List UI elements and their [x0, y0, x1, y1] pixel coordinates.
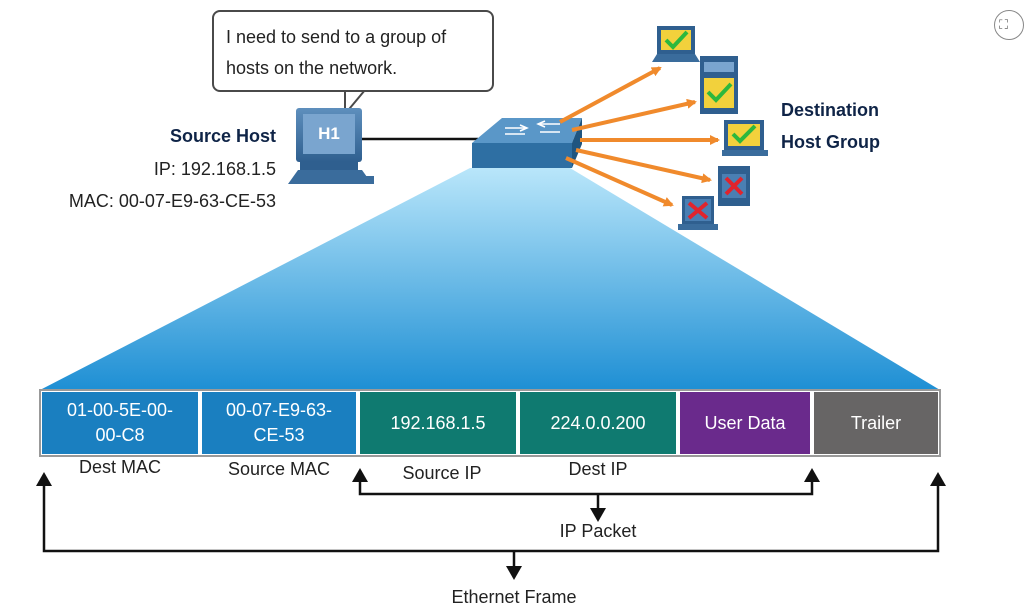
zoom-wedge	[40, 168, 940, 390]
expand-button[interactable]: ⛶	[994, 10, 1024, 40]
field-user-data: User Data	[680, 392, 810, 454]
label-source-mac: Source MAC	[227, 459, 331, 479]
label-source-ip: Source IP	[402, 463, 482, 483]
field-source-mac: 00-07-E9-63-CE-53	[202, 392, 356, 454]
source-host-mac: MAC: 00-07-E9-63-CE-53	[68, 191, 276, 211]
label-dest-ip: Dest IP	[568, 459, 628, 479]
field-dest-mac: 01-00-5E-00-00-C8	[42, 392, 198, 454]
destination-label-line2: Host Group	[781, 132, 880, 152]
label-dest-mac: Dest MAC	[78, 457, 161, 477]
label-ip-packet: IP Packet	[559, 521, 637, 541]
pc-label-h1: H1	[318, 124, 340, 143]
dest-host-3-icon	[722, 120, 768, 156]
multicast-arrows	[559, 66, 720, 207]
dest-host-1-icon	[652, 26, 700, 62]
ethernet-frame-bracket	[42, 476, 940, 570]
source-pc-icon	[288, 108, 374, 184]
field-trailer: Trailer	[814, 392, 938, 454]
label-ethernet-frame: Ethernet Frame	[451, 587, 577, 607]
non-member-host-2-icon	[678, 196, 718, 230]
non-member-host-1-icon	[718, 166, 750, 206]
destination-label-line1: Destination	[781, 100, 880, 120]
field-dest-ip: 224.0.0.200	[520, 392, 676, 454]
speech-bubble: I need to send to a group of hosts on th…	[212, 10, 494, 92]
field-source-ip: 192.168.1.5	[360, 392, 516, 454]
switch-icon	[472, 118, 582, 168]
dest-host-2-icon	[700, 56, 738, 114]
source-host-title: Source Host	[169, 126, 276, 146]
expand-icon: ⛶	[999, 17, 1009, 32]
source-host-ip: IP: 192.168.1.5	[153, 159, 276, 179]
